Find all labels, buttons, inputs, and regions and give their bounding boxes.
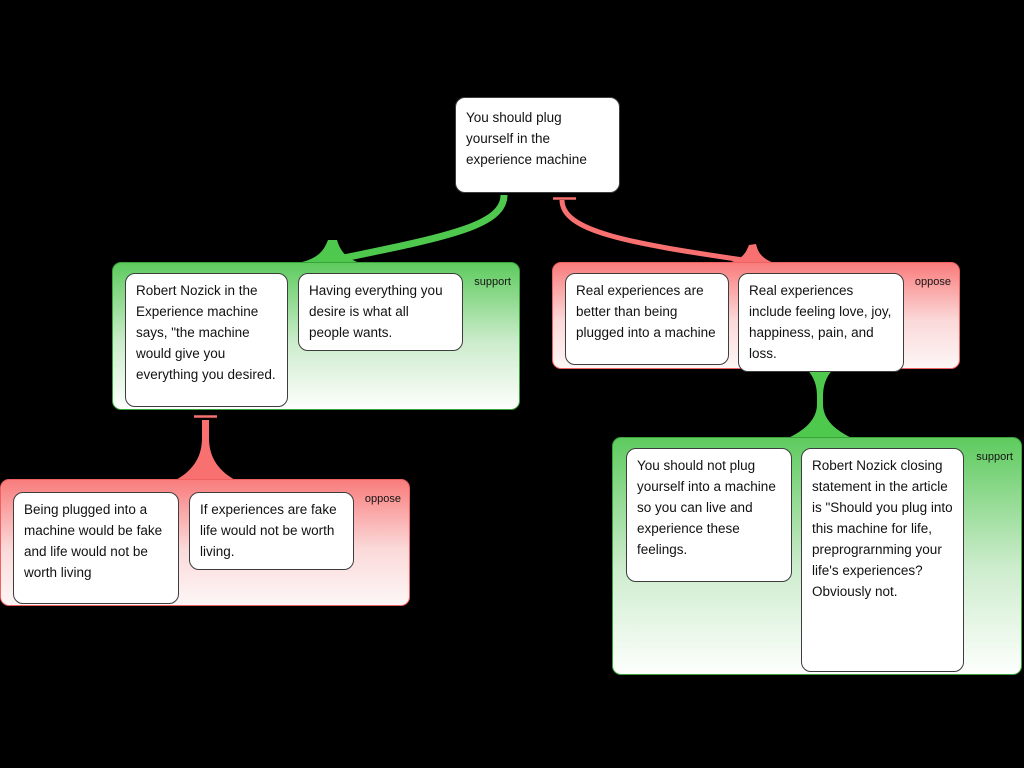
- root-claim-box[interactable]: You should plug yourself in the experien…: [455, 97, 620, 193]
- support-group-label: support: [474, 276, 511, 288]
- reason-box[interactable]: You should not plug yourself into a mach…: [626, 448, 792, 582]
- support-group-upper-left[interactable]: support Robert Nozick in the Experience …: [112, 262, 520, 410]
- support-connector-curve: [333, 194, 508, 264]
- reason-box[interactable]: Robert Nozick closing statement in the a…: [801, 448, 964, 672]
- oppose-connector-stem: [174, 420, 237, 481]
- objection-box[interactable]: If experiences are fake life would not b…: [189, 492, 354, 570]
- reason-box[interactable]: Robert Nozick in the Experience machine …: [125, 273, 288, 407]
- support-connector-stem: [786, 368, 854, 439]
- oppose-group-label: oppose: [914, 276, 951, 288]
- objection-box[interactable]: Being plugged into a machine would be fa…: [13, 492, 179, 604]
- oppose-connector-trumpet: [727, 244, 774, 263]
- oppose-group-label: oppose: [364, 493, 401, 505]
- objection-box[interactable]: Real experiences are better than being p…: [565, 273, 729, 365]
- oppose-group-upper-right[interactable]: oppose Real experiences are better than …: [552, 262, 960, 372]
- oppose-group-lower-left[interactable]: oppose Being plugged into a machine woul…: [0, 479, 410, 606]
- support-group-lower-right[interactable]: support You should not plug yourself int…: [612, 437, 1022, 675]
- reason-box[interactable]: Having everything you desire is what all…: [298, 273, 463, 351]
- support-connector-trumpet: [297, 240, 360, 263]
- objection-box[interactable]: Real experiences include feeling love, j…: [738, 273, 904, 372]
- oppose-connector-curve: [559, 199, 751, 264]
- support-group-label: support: [976, 451, 1013, 463]
